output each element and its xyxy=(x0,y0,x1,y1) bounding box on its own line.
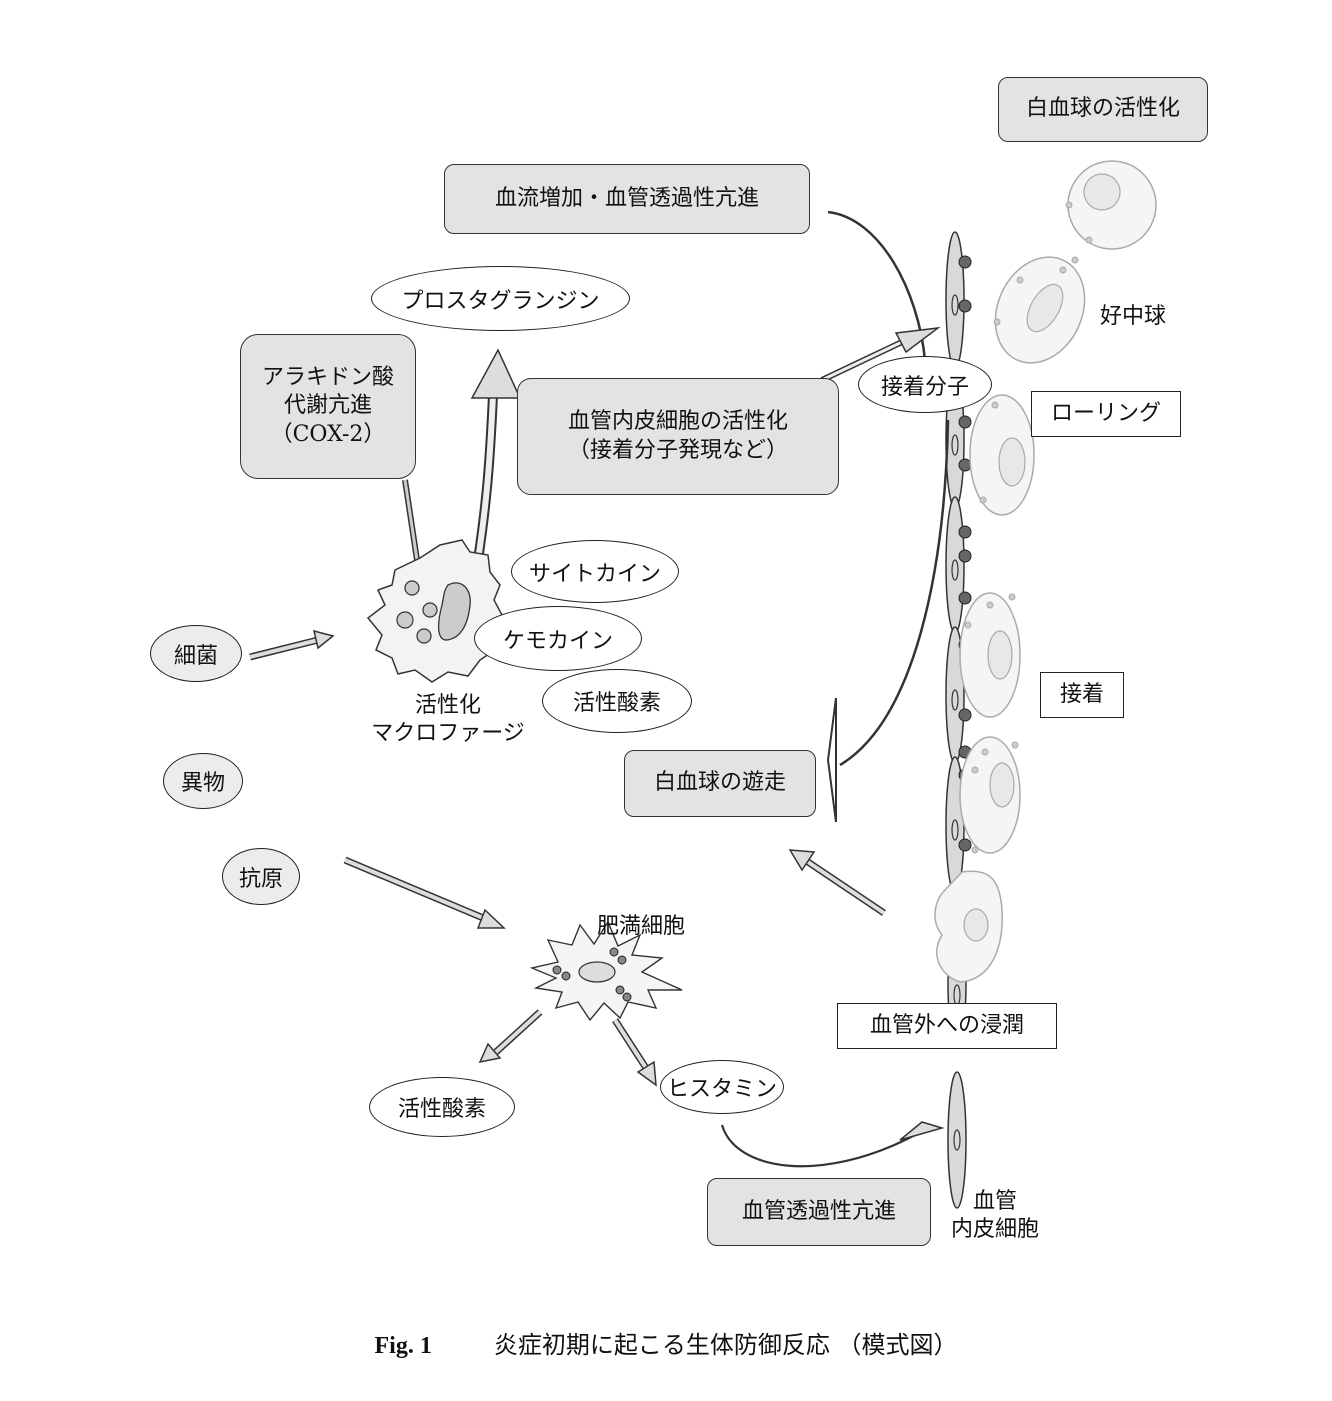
ros-upper-oval: 活性酸素 xyxy=(542,669,692,733)
arrow-mastcell-to-histamine xyxy=(612,1018,657,1087)
endothelium-line-1: 血管 xyxy=(972,1189,1017,1214)
foreign-body-oval: 異物 xyxy=(163,753,243,809)
macrophage-label: 活性化 マクロファージ xyxy=(362,692,534,747)
adhesion-box: 接着 xyxy=(1040,672,1124,718)
wbc-activation-text: 白血球の活性化 xyxy=(1025,96,1180,122)
prostaglandin-text: プロスタグランジン xyxy=(401,288,600,314)
arrow-infiltration-to-migration xyxy=(788,849,886,916)
arrow-endothelial-to-adhesion xyxy=(820,326,941,383)
endothelium-line-2: 内皮細胞 xyxy=(950,1216,1039,1242)
blood-flow-text: 血流増加・血管透過性亢進 xyxy=(494,185,759,211)
wbc-migration-text: 白血球の遊走 xyxy=(653,770,786,796)
ros-lower-text: 活性酸素 xyxy=(397,1097,486,1122)
extravasation-box: 血管外への浸潤 xyxy=(837,1003,1057,1049)
arrow-bacteria-to-macrophage xyxy=(249,629,335,661)
figure-caption: Fig. 1 炎症初期に起こる生体防御反応 （模式図） xyxy=(0,1325,1332,1360)
adhesion-molecule-oval: 接着分子 xyxy=(858,356,992,413)
wbc-activation-box: 白血球の活性化 xyxy=(998,77,1208,142)
extravasation-text: 血管外への浸潤 xyxy=(869,1012,1024,1038)
chemokine-text: ケモカイン xyxy=(502,628,613,654)
endothelial-line-1: 血管内皮細胞の活性化 xyxy=(567,408,788,434)
macrophage-line-1: 活性化 xyxy=(414,693,481,718)
permeability-text: 血管透過性亢進 xyxy=(741,1198,896,1224)
foreign-body-text: 異物 xyxy=(180,771,225,796)
bacteria-oval: 細菌 xyxy=(150,625,242,682)
permeability-box: 血管透過性亢進 xyxy=(707,1178,931,1246)
arachidonic-box: アラキドン酸 代謝亢進 （COX-2） xyxy=(240,334,416,479)
macrophage-cell xyxy=(366,539,503,683)
ros-upper-text: 活性酸素 xyxy=(572,691,661,716)
arachidonic-line-2: 代謝亢進 xyxy=(283,393,372,419)
endothelial-activation-box: 血管内皮細胞の活性化 （接着分子発現など） xyxy=(517,378,839,495)
wbc-migration-box: 白血球の遊走 xyxy=(624,750,816,817)
histamine-text: ヒスタミン xyxy=(666,1077,777,1102)
adhesion-molecule-text: 接着分子 xyxy=(880,374,969,400)
rolling-box: ローリング xyxy=(1031,391,1181,437)
mast-cell xyxy=(529,920,683,1022)
cytokine-oval: サイトカイン xyxy=(511,540,679,603)
chemokine-oval: ケモカイン xyxy=(474,606,642,671)
rolling-text: ローリング xyxy=(1050,400,1161,426)
arrow-macrophage-to-prostaglandin xyxy=(470,348,522,561)
arrow-to-migration xyxy=(839,419,950,767)
histamine-oval: ヒスタミン xyxy=(660,1060,784,1114)
antigen-oval: 抗原 xyxy=(222,848,300,905)
endothelium-label: 血管 内皮細胞 xyxy=(940,1188,1050,1243)
adhesion-text: 接着 xyxy=(1059,681,1104,707)
blood-flow-box: 血流増加・血管透過性亢進 xyxy=(444,164,810,234)
arrow-antigen-to-mastcell xyxy=(343,856,506,929)
figure-number: Fig. 1 xyxy=(374,1333,432,1359)
cytokine-text: サイトカイン xyxy=(528,561,661,587)
bacteria-text: 細菌 xyxy=(173,643,218,669)
ros-lower-oval: 活性酸素 xyxy=(369,1077,515,1137)
endothelial-line-2: （接着分子発現など） xyxy=(567,437,788,463)
macrophage-line-2: マクロファージ xyxy=(371,720,525,746)
mast-cell-label: 肥満細胞 xyxy=(597,914,686,939)
antigen-text: 抗原 xyxy=(238,866,283,892)
arrow-histamine-to-vessel xyxy=(720,1124,916,1168)
arrow-mastcell-to-ros xyxy=(478,1009,543,1064)
arachidonic-line-3: （COX-2） xyxy=(270,421,386,447)
neutrophil-cells xyxy=(934,160,1157,983)
link-macrophage-arachidonic xyxy=(402,479,420,561)
arachidonic-line-1: アラキドン酸 xyxy=(261,364,394,390)
prostaglandin-oval: プロスタグランジン xyxy=(371,266,630,331)
neutrophil-label: 好中球 xyxy=(1100,304,1167,329)
figure-title: 炎症初期に起こる生体防御反応 （模式図） xyxy=(493,1331,958,1359)
